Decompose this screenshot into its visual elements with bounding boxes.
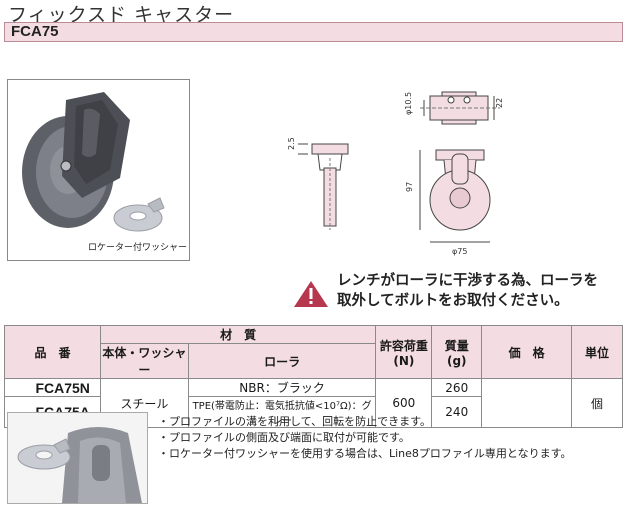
note-item: ・プロファイルの側面及び端面に取付が可能です。 bbox=[158, 431, 410, 444]
page-title: フィックスド キャスター bbox=[8, 4, 235, 26]
notes-list: ・プロファイルの溝を利用して、回転を防止できます。 ・プロファイルの側面及び端面… bbox=[158, 414, 572, 462]
technical-drawing: φ10.5 22 2.5 97 φ75 bbox=[287, 91, 504, 256]
warning-text: レンチがローラに干渉する為、ローラを 取外してボルトをお取付ください。 bbox=[337, 271, 598, 311]
mounting-photo bbox=[7, 412, 148, 504]
header-mass: 質量(g) bbox=[431, 325, 483, 379]
product-name: FCA75N bbox=[4, 378, 101, 397]
price-value bbox=[481, 378, 573, 428]
warning-line-2: 取外してボルトをお取付ください。 bbox=[337, 293, 569, 309]
table-row: FCA75N スチール NBR：ブラック 600 260 個 bbox=[4, 378, 623, 428]
mass-value: 260 bbox=[431, 378, 483, 397]
caster-photo-illustration bbox=[22, 92, 165, 232]
dim-22: 22 bbox=[495, 98, 504, 108]
model-bar: FCA75 bbox=[4, 22, 623, 42]
load-value: 600 bbox=[375, 378, 433, 428]
unit-value: 個 bbox=[571, 378, 623, 428]
warning-icon bbox=[294, 281, 328, 307]
dim-phi75: φ75 bbox=[452, 247, 467, 256]
header-hinban: 品 番 bbox=[4, 325, 101, 379]
header-material: 材 質 bbox=[99, 325, 377, 344]
dim-phi105: φ10.5 bbox=[404, 92, 413, 115]
header-unit: 単位 bbox=[571, 325, 623, 379]
model-code: FCA75 bbox=[11, 23, 59, 40]
note-item: ・プロファイルの溝を利用して、回転を防止できます。 bbox=[158, 415, 432, 428]
dim-97: 97 bbox=[405, 182, 414, 192]
warning-line-1: レンチがローラに干渉する為、ローラを bbox=[337, 273, 598, 289]
header-roller: ローラ bbox=[187, 343, 377, 379]
mounting-illustration bbox=[17, 427, 142, 503]
washer-caption: ロケーター付ワッシャー bbox=[88, 243, 188, 253]
header-load: 許容荷重(N) bbox=[375, 325, 433, 379]
header-body: 本体・ワッシャー bbox=[99, 343, 189, 379]
mass-value: 240 bbox=[431, 396, 483, 428]
product-photo bbox=[7, 79, 190, 261]
dim-25: 2.5 bbox=[287, 137, 296, 150]
note-item: ・ロケーター付ワッシャーを使用する場合は、Line8プロファイル専用となります。 bbox=[158, 447, 572, 460]
header-price: 価 格 bbox=[481, 325, 573, 379]
roller-material: NBR：ブラック bbox=[187, 378, 377, 397]
roller-material: TPE(帯電防止：電気抵抗値<10⁷Ω)：グレー bbox=[187, 396, 377, 428]
